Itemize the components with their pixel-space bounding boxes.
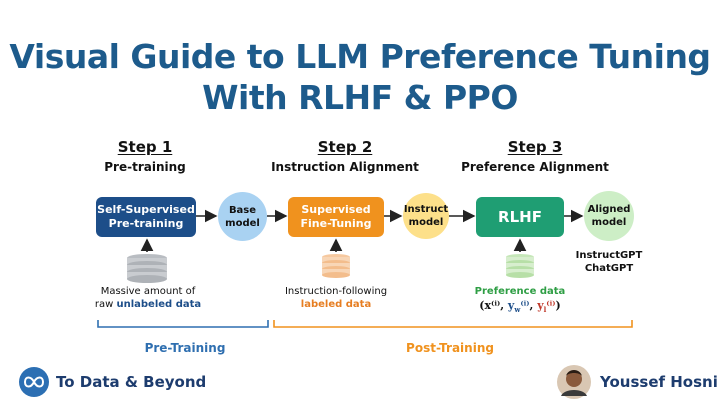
pretrain-data-prefix: raw [94, 299, 117, 310]
brand-name: To Data & Beyond [56, 373, 207, 391]
pre-training-bracket [97, 320, 269, 328]
step-2-number: Step 2 [317, 138, 373, 156]
step-3-header: Step 3 Preference Alignment [450, 138, 620, 174]
diagram-title-line1: Visual Guide to LLM Preference Tuning [9, 37, 711, 76]
supervised-fine-tuning-box: Supervised Fine-Tuning [288, 197, 384, 237]
step-1-name: Pre-training [104, 160, 186, 174]
step-1-number: Step 1 [117, 138, 173, 156]
aligned-model-examples: InstructGPT ChatGPT [575, 250, 643, 274]
step-3-name: Preference Alignment [461, 160, 609, 174]
aligned-model-circle: Aligned model [584, 191, 634, 241]
base-model-circle: Base model [218, 192, 267, 241]
database-icon-labeled [322, 254, 350, 278]
rlhf-box: RLHF [476, 197, 564, 237]
instruct-model-circle: Instruct model [403, 193, 449, 239]
pre-training-label: Pre-Training [144, 341, 226, 355]
instruct-data-note: Instruction-following labeled data [280, 285, 392, 311]
preference-data-note: Preference data (x⁽ⁱ⁾, yw⁽ⁱ⁾, yl⁽ⁱ⁾) [466, 285, 574, 316]
infinity-logo-icon [19, 367, 49, 397]
pretrain-data-note: Massive amount of raw unlabeled data [86, 285, 210, 311]
step-1-header: Step 1 Pre-training [75, 138, 215, 174]
preference-data-label: Preference data [474, 286, 566, 297]
post-training-label: Post-Training [406, 341, 494, 355]
pretrain-data-line2: raw unlabeled data [86, 298, 210, 311]
preference-data-formula: (x⁽ⁱ⁾, yw⁽ⁱ⁾, yl⁽ⁱ⁾) [479, 299, 561, 315]
database-icon-preference [506, 254, 534, 278]
labeled-data-label: labeled data [300, 299, 372, 310]
self-supervised-pretraining-box: Self-Supervised Pre-training [96, 197, 196, 237]
unlabeled-data-label: unlabeled data [116, 299, 202, 310]
post-training-bracket [273, 320, 633, 328]
author-avatar [557, 365, 591, 399]
pretrain-data-line1: Massive amount of [100, 286, 196, 297]
author-name: Youssef Hosni [600, 373, 718, 391]
database-icon-unlabeled [127, 254, 167, 283]
step-3-number: Step 3 [507, 138, 563, 156]
diagram-title-line2: With RLHF & PPO [202, 78, 518, 117]
step-2-name: Instruction Alignment [271, 160, 419, 174]
instruct-data-line1: Instruction-following [284, 286, 388, 297]
step-2-header: Step 2 Instruction Alignment [255, 138, 435, 174]
